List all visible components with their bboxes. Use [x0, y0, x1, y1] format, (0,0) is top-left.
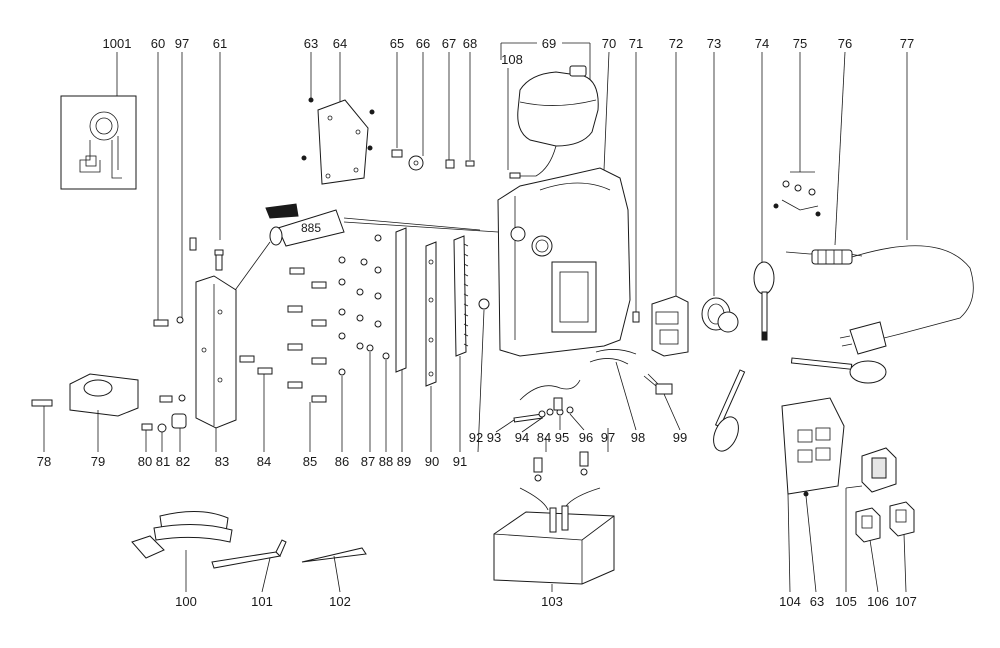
part-number-91: 91 [453, 454, 467, 469]
additional-lever-handles [713, 357, 887, 452]
part-100-cable-tie-set [131, 510, 233, 559]
part-number-68: 68 [463, 36, 477, 51]
part-number-80: 80 [138, 454, 152, 469]
part-102-wedge [301, 547, 367, 563]
part-number-67: 67 [442, 36, 456, 51]
parts-86-88-washers [338, 234, 390, 376]
part-number-90: 90 [425, 454, 439, 469]
part-number-95: 95 [555, 430, 569, 445]
part-101-hex-key [211, 539, 287, 569]
part-79-clamp-block [31, 373, 186, 417]
part-number-74: 74 [755, 36, 769, 51]
part-number-96: 96 [579, 430, 593, 445]
part-number-102: 102 [329, 594, 351, 609]
part-91-toothed-rack [453, 235, 469, 357]
part-number-89: 89 [397, 454, 411, 469]
part-number-69: 69 [542, 36, 556, 51]
part-number-63: 63 [304, 36, 318, 51]
part-number-65: 65 [390, 36, 404, 51]
part-number-92: 92 [469, 430, 483, 445]
part-number-84: 84 [257, 454, 271, 469]
part-74-lever-handle [753, 261, 775, 341]
part-70-motor-housing [497, 167, 631, 357]
part-number-103: 103 [541, 594, 563, 609]
parts-71-73 [632, 295, 739, 357]
part-number-70: 70 [602, 36, 616, 51]
part-number-81: 81 [156, 454, 170, 469]
part-number-97: 97 [175, 36, 189, 51]
part-number-99: 99 [673, 430, 687, 445]
part-number-85: 85 [303, 454, 317, 469]
part-885-grease-tube: 885 [227, 203, 499, 301]
part-104-switch-panel [781, 397, 845, 497]
part-number-66: 66 [416, 36, 430, 51]
part-90-guide-rail [425, 241, 437, 387]
part-number-79: 79 [91, 454, 105, 469]
parts-65-68-small-hardware [391, 149, 475, 171]
part-number-108: 108 [501, 52, 523, 67]
parts-80-82 [141, 413, 187, 433]
part-number-88: 88 [379, 454, 393, 469]
part-number-106: 106 [867, 594, 889, 609]
part-number-63-second: 63 [810, 594, 824, 609]
part-number-105: 105 [835, 594, 857, 609]
part-number-64: 64 [333, 36, 347, 51]
bottom-leader-lines [43, 309, 907, 593]
part-77-power-cable [785, 245, 974, 355]
parts-84-85-screws [239, 267, 327, 403]
part-105-main-switch [861, 447, 897, 493]
part-number-77: 77 [900, 36, 914, 51]
part-99-connector [643, 373, 673, 395]
part-number-71: 71 [629, 36, 643, 51]
part-number-98: 98 [631, 430, 645, 445]
part-number-82: 82 [176, 454, 190, 469]
part-number-104: 104 [779, 594, 801, 609]
part-number-78: 78 [37, 454, 51, 469]
part-number-73: 73 [707, 36, 721, 51]
part-106-switch [855, 507, 881, 543]
part-number-97-second: 97 [601, 430, 615, 445]
part-1001-wiring-card [60, 95, 137, 190]
tube-label: 885 [301, 221, 321, 235]
part-number-100: 100 [175, 594, 197, 609]
part-89-guide-rail [395, 227, 407, 373]
part-103-magnet-base [493, 451, 615, 585]
part-69-coolant-tank [509, 65, 599, 179]
part-number-101: 101 [251, 594, 273, 609]
part-92-small-knob [478, 298, 490, 310]
part-number-60: 60 [151, 36, 165, 51]
part-83-column-base [153, 237, 237, 429]
part-number-1001: 1001 [103, 36, 132, 51]
part-number-61: 61 [213, 36, 227, 51]
part-107-switch [889, 501, 915, 537]
part-number-86: 86 [335, 454, 349, 469]
part-75-cable-terminals [773, 171, 821, 217]
part-number-94: 94 [515, 430, 529, 445]
part-number-83: 83 [215, 454, 229, 469]
part-number-87: 87 [361, 454, 375, 469]
part-number-72: 72 [669, 36, 683, 51]
part-number-84-second: 84 [537, 430, 551, 445]
part-number-75: 75 [793, 36, 807, 51]
part-64-cover-plate [301, 97, 375, 185]
part-number-76: 76 [838, 36, 852, 51]
part-number-107: 107 [895, 594, 917, 609]
parts-93-97-pins-and-wires [513, 349, 637, 423]
part-number-93: 93 [487, 430, 501, 445]
